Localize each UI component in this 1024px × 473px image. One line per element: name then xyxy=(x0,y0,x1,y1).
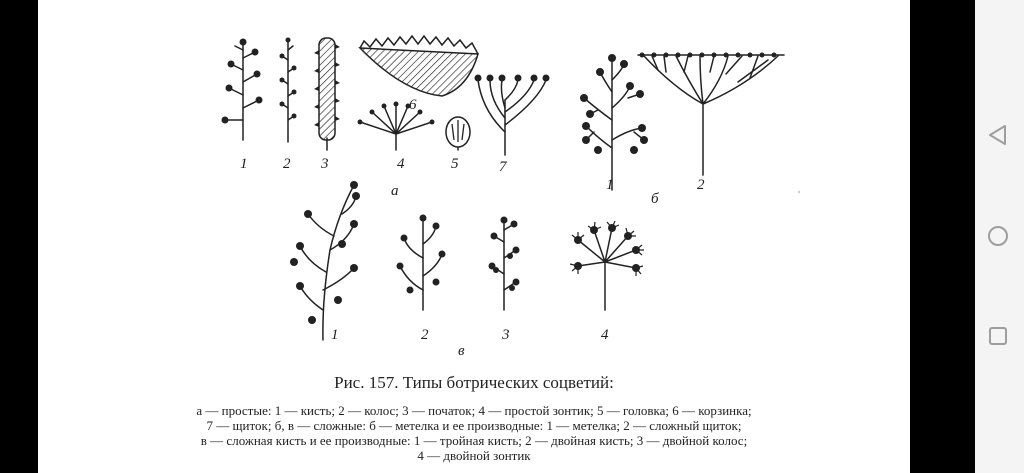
recents-button[interactable] xyxy=(975,316,1024,356)
label-b-1: 1 xyxy=(606,177,614,193)
caption-line: 7 — щиток; б, в — сложные: б — метелка и… xyxy=(206,418,742,433)
label-group-a: а xyxy=(391,183,399,199)
circle-home-icon xyxy=(988,226,1008,246)
label-v-2: 2 xyxy=(421,327,429,343)
label-b-2: 2 xyxy=(697,177,705,193)
label-group-b: б xyxy=(651,191,659,207)
label-a-4: 4 xyxy=(397,156,405,172)
label-v-3: 3 xyxy=(502,327,510,343)
caption-line: в — сложная кисть и ее производные: 1 — … xyxy=(200,433,748,448)
back-button[interactable] xyxy=(975,115,1024,155)
figure-caption-body: а — простые: 1 — кисть; 2 — колос; 3 — п… xyxy=(38,403,910,463)
label-a-7: 7 xyxy=(499,159,507,175)
label-a-5: 5 xyxy=(451,156,459,172)
caption-line: 4 — двойной зонтик xyxy=(417,448,531,463)
label-a-1: 1 xyxy=(240,156,248,172)
figure-caption-title: Рис. 157. Типы ботрических соцветий: xyxy=(334,373,614,392)
caption-line: а — простые: 1 — кисть; 2 — колос; 3 — п… xyxy=(196,403,752,418)
document-page: 1 2 3 4 5 6 7 а 1 2 б 1 2 3 4 в Рис. 157… xyxy=(38,0,910,473)
system-navigation-bar xyxy=(975,0,1024,473)
label-a-6: 6 xyxy=(409,97,417,113)
inflorescence-illustration xyxy=(221,34,800,341)
label-a-3: 3 xyxy=(321,156,329,172)
home-button[interactable] xyxy=(975,216,1024,256)
triangle-back-icon xyxy=(989,125,1006,145)
label-v-1: 1 xyxy=(331,327,339,343)
square-recents-icon xyxy=(989,327,1007,345)
label-a-2: 2 xyxy=(283,156,291,172)
label-v-4: 4 xyxy=(601,327,609,343)
label-group-v: в xyxy=(458,343,465,359)
